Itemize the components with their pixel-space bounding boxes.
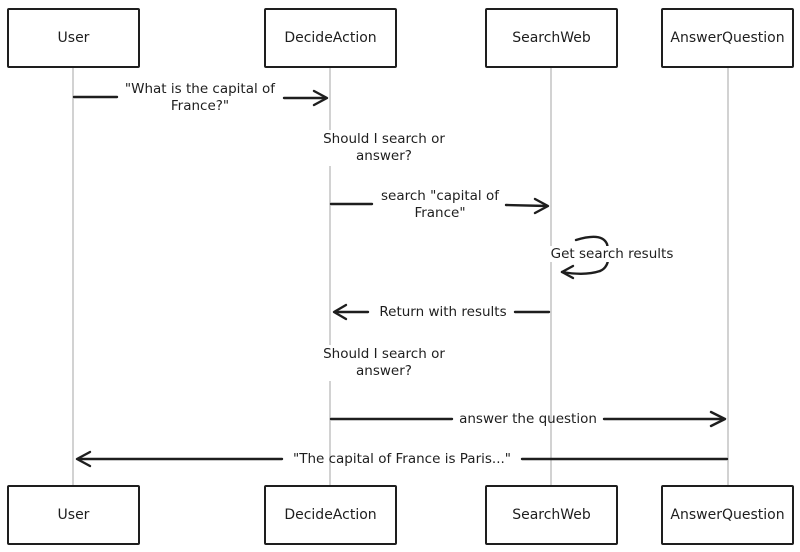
note-label: Should I search or: [323, 131, 445, 147]
note-decide-action-2: Should I search or answer?: [323, 345, 456, 381]
message-user-to-decide-action: "What is the capital of France?": [72, 81, 329, 114]
participant-answer-question-bottom: AnswerQuestion: [661, 485, 794, 545]
message-label: answer the question: [459, 411, 597, 427]
message-label: search "capital of: [381, 188, 500, 204]
self-loop-line: [560, 269, 602, 275]
arrow-head-icon: [560, 264, 575, 280]
message-label: Get search results: [551, 246, 674, 262]
participant-user-top: User: [7, 8, 140, 68]
arrow-head-icon: [332, 303, 348, 321]
message-answer-question-to-user: "The capital of France is Paris...": [75, 450, 729, 468]
message-line: [504, 203, 549, 208]
participant-user-bottom: User: [7, 485, 140, 545]
note-label: answer?: [356, 363, 412, 379]
participant-label: AnswerQuestion: [670, 30, 784, 46]
message-label: "What is the capital of: [125, 81, 276, 97]
message-decide-action-to-search-web: search "capital of France": [329, 188, 550, 221]
arrow-head-icon: [75, 450, 92, 468]
participant-decide-action-bottom: DecideAction: [264, 485, 397, 545]
message-label: France": [414, 205, 465, 221]
participant-decide-action-top: DecideAction: [264, 8, 397, 68]
message-search-web-to-decide-action: Return with results: [332, 303, 551, 321]
arrow-head-icon: [533, 197, 550, 215]
note-decide-action-1: Should I search or answer?: [323, 130, 456, 166]
self-loop-line: [574, 235, 610, 273]
participant-label: SearchWeb: [512, 30, 591, 46]
participant-label: SearchWeb: [512, 507, 591, 523]
message-decide-action-to-answer-question: answer the question: [329, 410, 727, 428]
message-label: Return with results: [379, 304, 506, 320]
message-label: "The capital of France is Paris...": [293, 451, 511, 467]
note-label: Should I search or: [323, 346, 445, 362]
arrow-head-icon: [709, 410, 727, 428]
self-message-search-web: Get search results: [547, 235, 677, 280]
message-label: France?": [171, 98, 229, 114]
participant-label: User: [58, 30, 90, 46]
arrow-head-icon: [312, 89, 329, 107]
participant-label: User: [58, 507, 90, 523]
participant-label: DecideAction: [284, 30, 376, 46]
participant-answer-question-top: AnswerQuestion: [661, 8, 794, 68]
participant-label: AnswerQuestion: [670, 507, 784, 523]
participant-label: DecideAction: [284, 507, 376, 523]
participant-search-web-top: SearchWeb: [485, 8, 618, 68]
participant-search-web-bottom: SearchWeb: [485, 485, 618, 545]
note-label: answer?: [356, 148, 412, 164]
